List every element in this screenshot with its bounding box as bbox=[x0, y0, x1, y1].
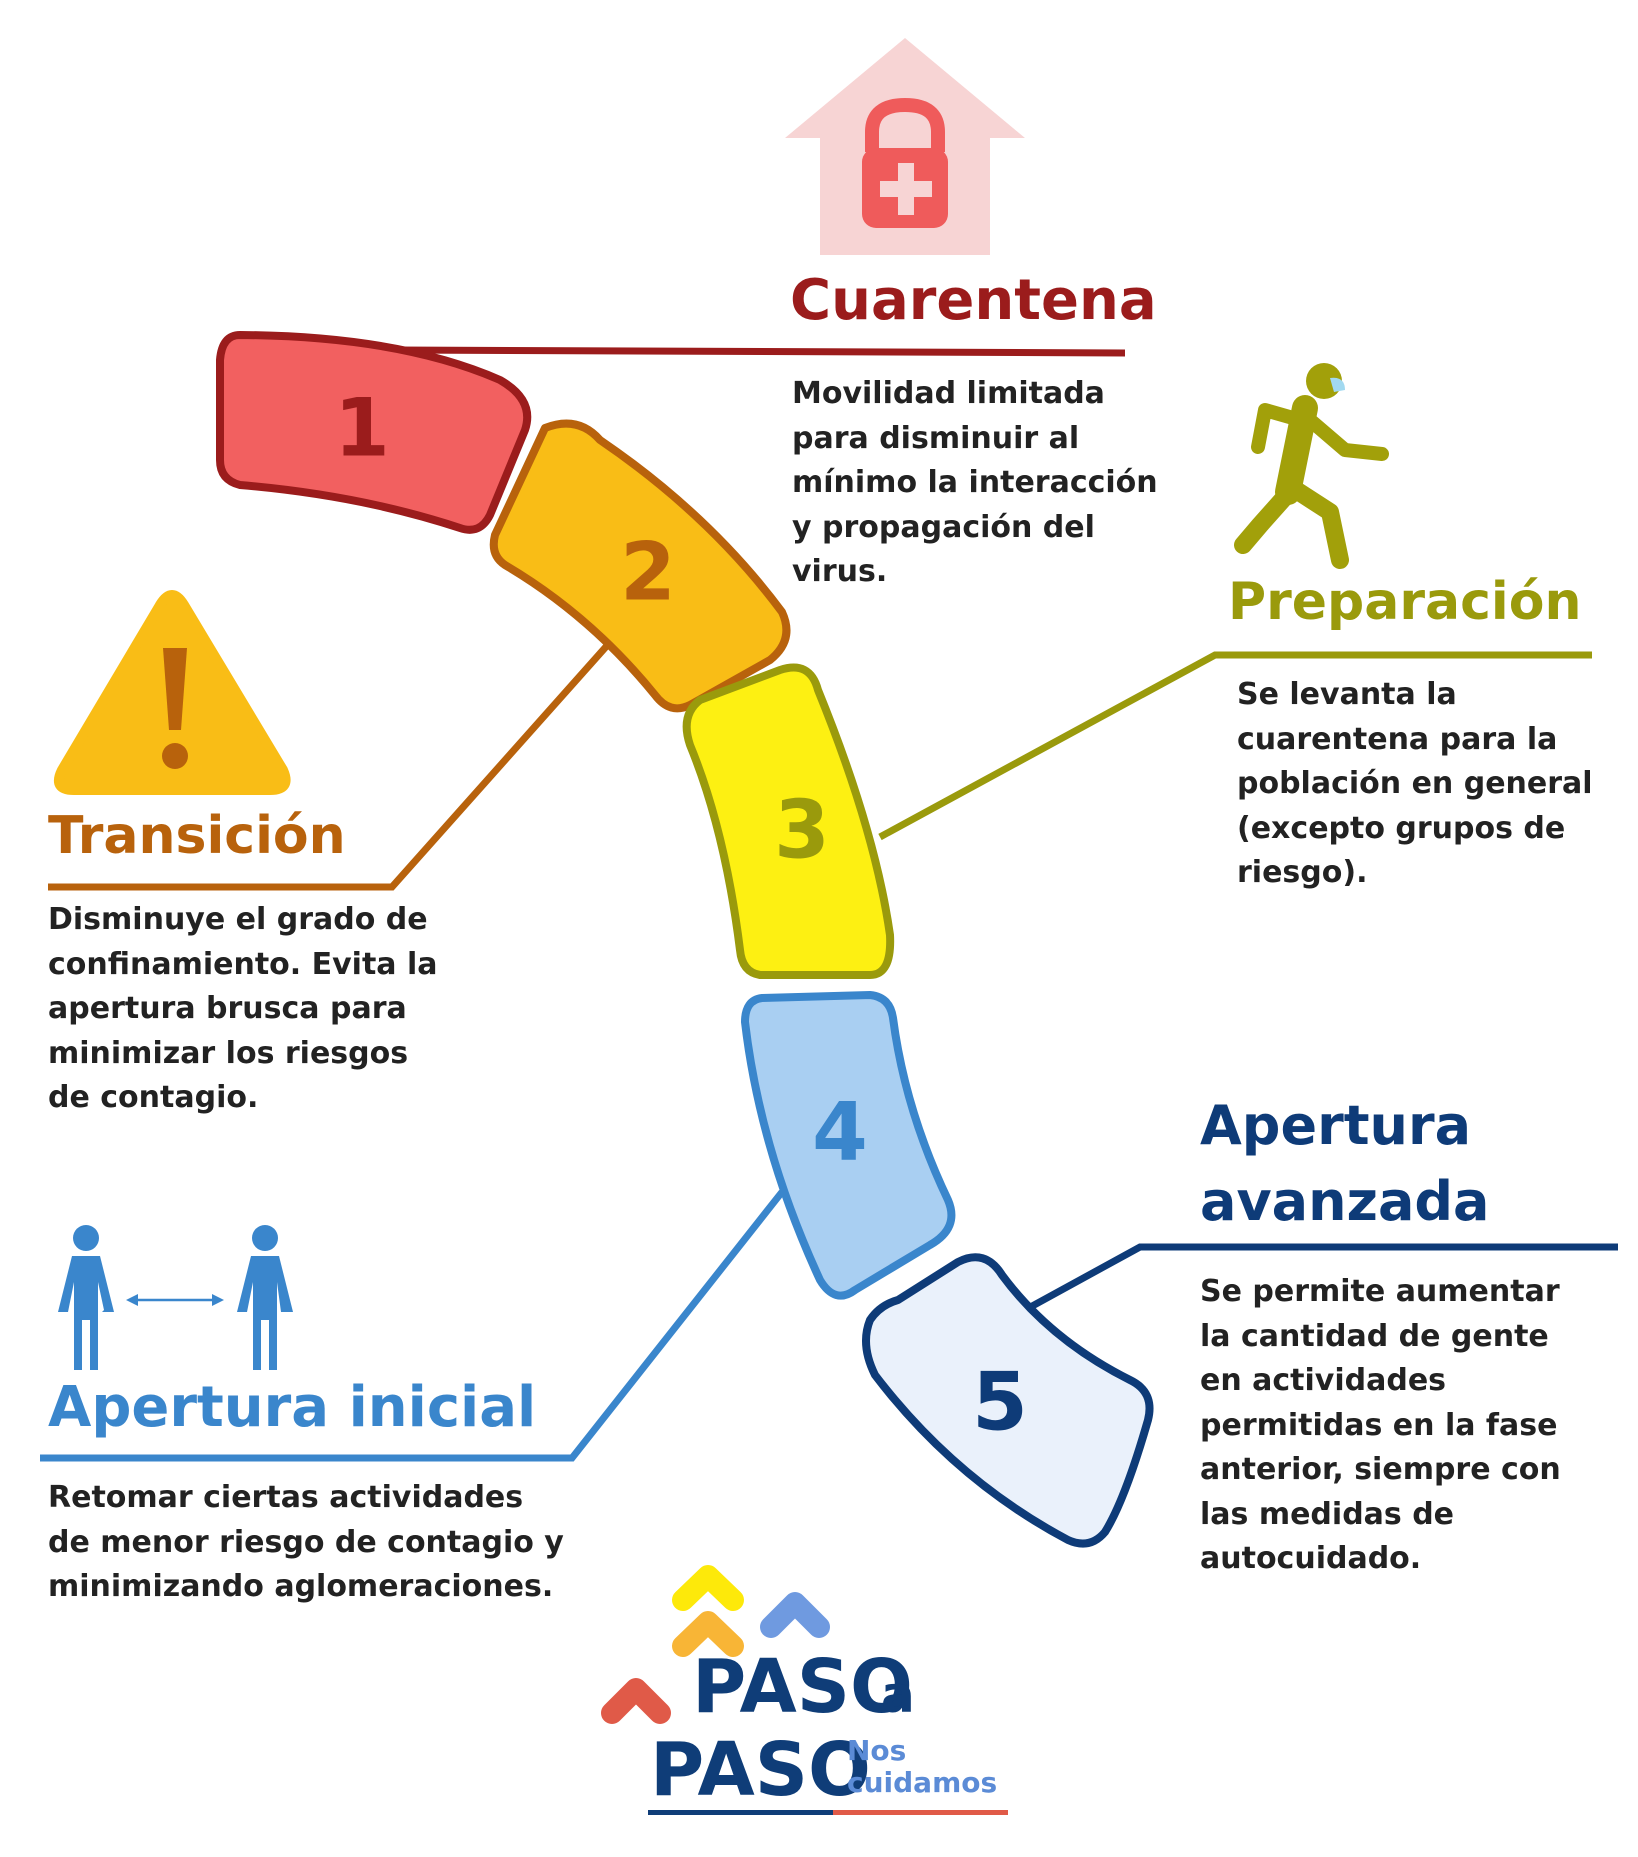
phase-desc-apertura-inicial: Retomar ciertas actividades de menor rie… bbox=[48, 1480, 564, 1604]
connector-line-preparacion bbox=[878, 651, 1592, 841]
phase-desc-transicion: Disminuye el grado de confinamiento. Evi… bbox=[48, 902, 438, 1115]
phase-desc-preparacion: Se levanta la cuarentena para la poblaci… bbox=[1237, 677, 1593, 890]
house-lock-icon bbox=[785, 38, 1025, 255]
connector-line-apertura-inicial bbox=[40, 1189, 785, 1462]
walking-person-mask-icon bbox=[1234, 363, 1389, 569]
logo-line1: PASO bbox=[692, 1644, 913, 1730]
phase-title-transicion: Transición bbox=[48, 806, 346, 866]
phase-number-1: 1 bbox=[334, 382, 390, 475]
phase-title-apertura-avanzada: Apertura avanzada bbox=[1200, 1094, 1490, 1233]
logo-line2: PASO bbox=[650, 1727, 871, 1813]
phase-segment-4: 4 bbox=[741, 991, 956, 1300]
phase-number-2: 2 bbox=[620, 526, 676, 619]
phase-title-preparacion: Preparación bbox=[1228, 572, 1582, 632]
phase-desc-cuarentena: Movilidad limitada para disminuir al mín… bbox=[792, 376, 1158, 589]
phase-number-5: 5 bbox=[972, 1356, 1028, 1449]
connector-line-apertura-avanzada bbox=[1023, 1243, 1618, 1314]
phase-segment-5: 5 bbox=[862, 1253, 1154, 1548]
connector-line-transicion bbox=[48, 637, 615, 891]
phase-segment-2: 2 bbox=[489, 419, 791, 713]
logo-line1-suffix: a bbox=[881, 1666, 915, 1724]
phase-segment-3: 3 bbox=[682, 663, 895, 979]
logo-tagline-line2: cuidamos bbox=[847, 1766, 997, 1799]
chevron-steps-icon bbox=[601, 1565, 830, 1724]
warning-triangle-icon bbox=[54, 590, 291, 795]
logo-tagline-line1: Nos bbox=[847, 1734, 906, 1767]
logo: PASO a PASO Nos cuidamos bbox=[648, 1644, 1008, 1815]
connector-line-cuarentena bbox=[394, 346, 1126, 357]
phase-title-apertura-inicial: Apertura inicial bbox=[48, 1375, 537, 1440]
phase-number-3: 3 bbox=[774, 784, 830, 877]
phase-title-cuarentena: Cuarentena bbox=[790, 268, 1157, 333]
social-distance-icon bbox=[58, 1225, 293, 1370]
phase-number-4: 4 bbox=[812, 1086, 868, 1179]
phase-desc-apertura-avanzada: Se permite aumentar la cantidad de gente… bbox=[1200, 1274, 1561, 1576]
phase-segment-1: 1 bbox=[216, 331, 532, 534]
